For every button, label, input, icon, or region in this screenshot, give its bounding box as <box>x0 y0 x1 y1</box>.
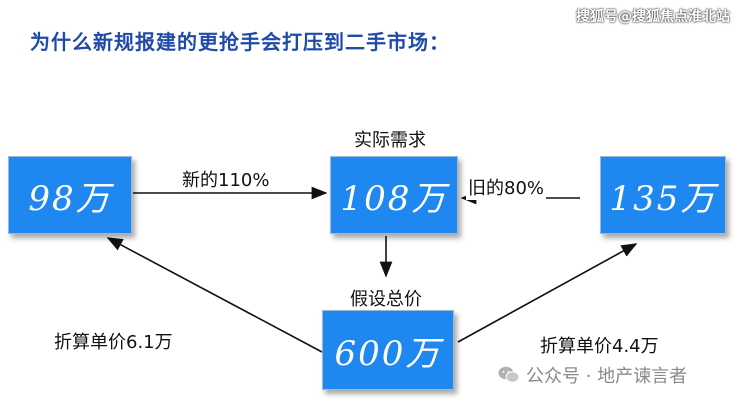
page-title: 为什么新规报建的更抢手会打压到二手市场： <box>30 30 450 54</box>
wechat-icon <box>498 366 520 384</box>
arrow-bottom-to-left <box>106 237 323 353</box>
box-135-wan: 135万 <box>600 156 726 234</box>
label-assumed-total: 假设总价 <box>350 289 422 310</box>
box-108-wan: 108万 <box>330 156 458 234</box>
watermark-bottom: 公众号 · 地产谏言者 <box>498 362 687 388</box>
label-old-ratio: 旧的80% <box>466 174 547 200</box>
label-unit-price-right: 折算单价4.4万 <box>540 336 659 357</box>
arrow-bottom-to-right <box>457 243 638 343</box>
label-actual-demand: 实际需求 <box>354 130 426 151</box>
label-new-ratio: 新的110% <box>182 170 270 191</box>
box-600-wan: 600万 <box>322 310 454 390</box>
watermark-bottom-text: 公众号 · 地产谏言者 <box>526 366 688 387</box>
label-unit-price-left: 折算单价6.1万 <box>54 332 173 353</box>
box-98-wan: 98万 <box>8 156 132 234</box>
watermark-top: 搜狐号@搜狐焦点淮北站 <box>576 9 730 25</box>
